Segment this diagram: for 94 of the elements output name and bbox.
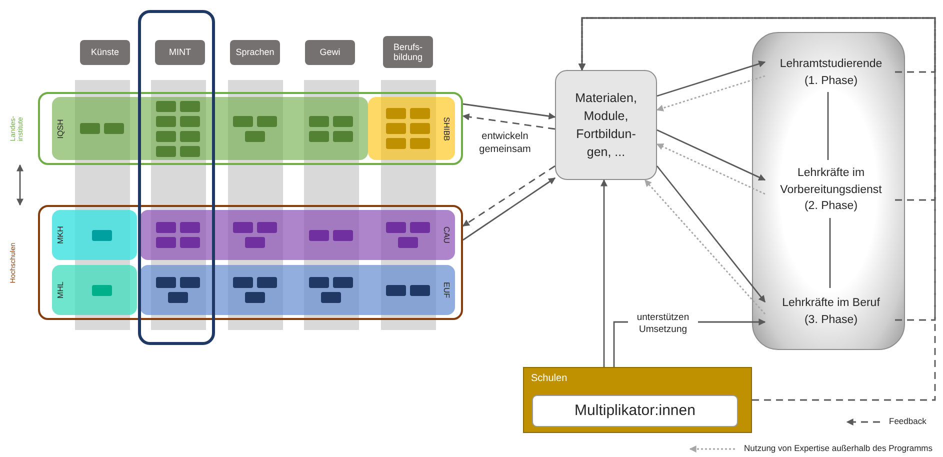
band-label: CAU xyxy=(442,226,451,244)
column-header: Künste xyxy=(80,40,130,65)
arrow xyxy=(462,165,556,227)
module-box xyxy=(156,130,176,142)
module-box xyxy=(92,230,112,240)
multiplier-box: Multiplikator:innen xyxy=(532,395,738,427)
module-box xyxy=(386,108,406,119)
module-box xyxy=(180,146,200,156)
module-box xyxy=(156,100,176,112)
module-box xyxy=(245,292,265,303)
legend-text: Nutzung von Expertise außerhalb des Programms xyxy=(744,443,933,453)
institution-band xyxy=(52,210,137,260)
module-box xyxy=(180,130,200,142)
arrow xyxy=(462,113,556,130)
connector-line xyxy=(827,92,829,160)
arrow xyxy=(600,179,608,367)
module-box xyxy=(257,277,277,288)
module-box xyxy=(180,237,200,248)
band-label: MHL xyxy=(56,282,65,298)
module-box xyxy=(180,100,200,112)
arrow xyxy=(656,60,766,97)
phase-text: Lehramtstudierende (1. Phase) xyxy=(766,53,896,93)
module-box xyxy=(321,292,341,303)
band-label: MKH xyxy=(56,226,65,244)
school-box xyxy=(523,367,752,433)
module-box xyxy=(156,146,176,156)
arrow xyxy=(578,17,936,401)
module-box xyxy=(386,123,406,134)
module-box xyxy=(410,108,430,119)
module-box xyxy=(333,230,353,240)
module-box xyxy=(309,130,329,142)
column-header: Gewi xyxy=(305,40,355,65)
module-box xyxy=(180,277,200,288)
module-box xyxy=(386,138,406,149)
band-label: EUF xyxy=(442,282,451,298)
module-box xyxy=(309,277,329,288)
module-box xyxy=(245,237,265,248)
process-box: Materialen, Module, Fortbildun- gen, ... xyxy=(555,70,657,180)
module-box xyxy=(386,284,406,296)
column-header: Sprachen xyxy=(230,40,280,65)
institution-band xyxy=(368,97,455,160)
module-box xyxy=(410,284,430,296)
module-box xyxy=(92,284,112,296)
band-label: SHIBB xyxy=(442,116,451,140)
module-box xyxy=(257,116,277,126)
connector-line xyxy=(829,218,831,288)
module-box xyxy=(333,116,353,126)
module-box xyxy=(233,116,253,126)
module-box xyxy=(104,123,124,134)
phase-panel xyxy=(752,32,905,350)
module-box xyxy=(309,230,329,240)
module-box xyxy=(309,116,329,126)
module-box xyxy=(156,222,176,233)
institution-band xyxy=(140,210,455,260)
institution-band xyxy=(52,265,137,315)
module-box xyxy=(257,222,277,233)
module-box xyxy=(245,130,265,142)
band-label: IQSH xyxy=(56,118,65,138)
edge-label: unterstützen Umsetzung xyxy=(628,312,698,337)
phase-text: Lehrkräfte im Beruf (3. Phase) xyxy=(766,289,896,335)
institution-band xyxy=(140,265,455,315)
arrow xyxy=(656,129,766,181)
arrow xyxy=(644,179,766,314)
module-box xyxy=(333,277,353,288)
phase-text: Lehrkräfte im Vorbereitungsdienst (2. Phase) xyxy=(766,161,896,219)
module-box xyxy=(233,277,253,288)
institute-group xyxy=(8,92,463,165)
module-box xyxy=(156,116,176,126)
group-title: Schulen xyxy=(531,373,568,384)
arrow xyxy=(462,177,556,241)
module-box xyxy=(333,130,353,142)
arrow xyxy=(656,143,766,195)
module-box xyxy=(398,237,418,248)
arrow xyxy=(656,75,766,112)
module-box xyxy=(180,222,200,233)
arrow xyxy=(656,166,766,303)
module-box xyxy=(410,222,430,233)
institution-band xyxy=(52,97,368,160)
university-group xyxy=(8,205,463,320)
module-box xyxy=(233,222,253,233)
module-box xyxy=(386,222,406,233)
column-header: MINT xyxy=(155,40,205,65)
module-box xyxy=(180,116,200,126)
arrow xyxy=(16,164,24,206)
arrow xyxy=(578,17,936,321)
module-box xyxy=(168,292,188,303)
module-box xyxy=(156,277,176,288)
legend-text: Feedback xyxy=(889,416,926,426)
column-header: Berufs- bildung xyxy=(383,36,433,68)
module-box xyxy=(410,123,430,134)
module-box xyxy=(410,138,430,149)
arrow xyxy=(462,103,556,120)
module-box xyxy=(80,123,100,134)
module-box xyxy=(156,237,176,248)
